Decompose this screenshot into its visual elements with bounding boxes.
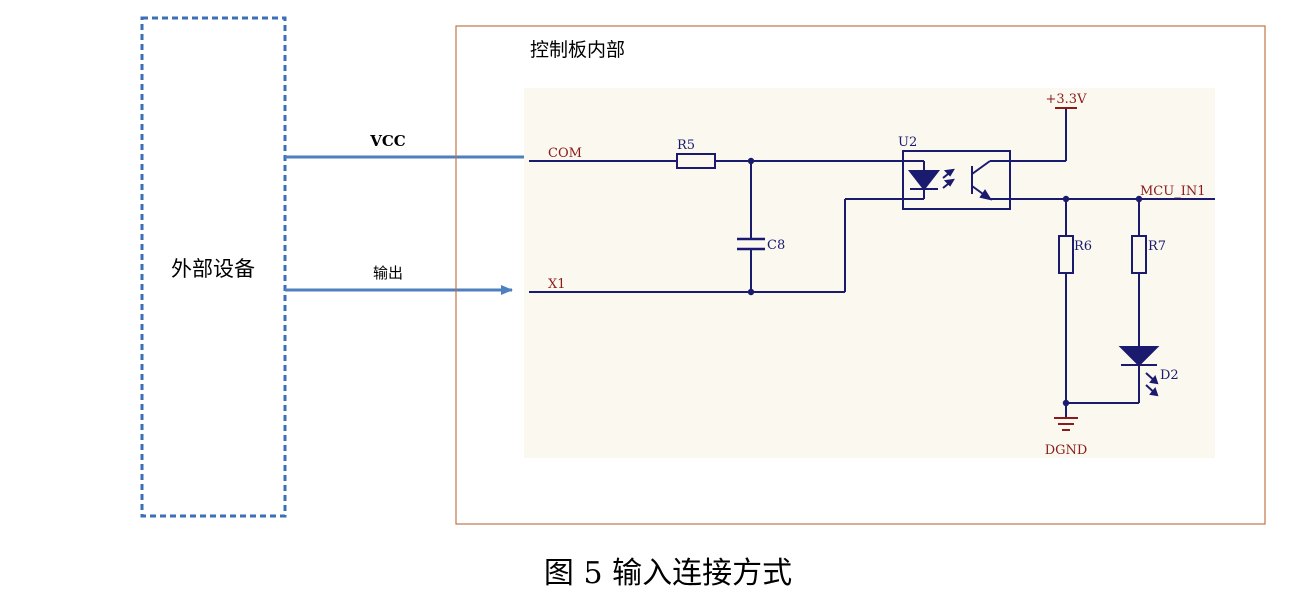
u2-label: U2 (898, 135, 917, 150)
c8-label: C8 (767, 238, 785, 253)
control-board-box (455, 25, 1266, 525)
external-device-box (140, 16, 287, 518)
d2-label: D2 (1160, 368, 1179, 383)
power-label: +3.3V (1046, 92, 1088, 107)
net-label-mcu-in1: MCU_IN1 (1140, 184, 1206, 199)
net-label-x1: X1 (548, 277, 566, 292)
figure-caption: 图 5 输入连接方式 (544, 556, 792, 591)
schematic-area (524, 88, 1215, 458)
capacitor-c8 (737, 237, 765, 251)
net-label-com: COM (548, 146, 582, 161)
r5-label: R5 (677, 138, 695, 153)
vcc-label: VCC (369, 132, 406, 150)
ground-label: DGND (1045, 443, 1088, 458)
r6-label: R6 (1074, 239, 1092, 254)
resistor-r6 (1058, 235, 1074, 274)
junction-dots (747, 157, 1143, 407)
ground-symbol (1054, 417, 1078, 431)
external-device-label: 外部设备 (171, 257, 255, 281)
r7-label: R7 (1148, 239, 1166, 254)
optocoupler-u2 (902, 150, 1011, 210)
led-d2 (1118, 346, 1160, 397)
output-label: 输出 (373, 264, 403, 282)
resistor-r5 (676, 153, 716, 169)
resistor-r7 (1131, 235, 1147, 274)
control-board-title: 控制板内部 (530, 39, 625, 61)
schematic-wires (529, 108, 1215, 418)
